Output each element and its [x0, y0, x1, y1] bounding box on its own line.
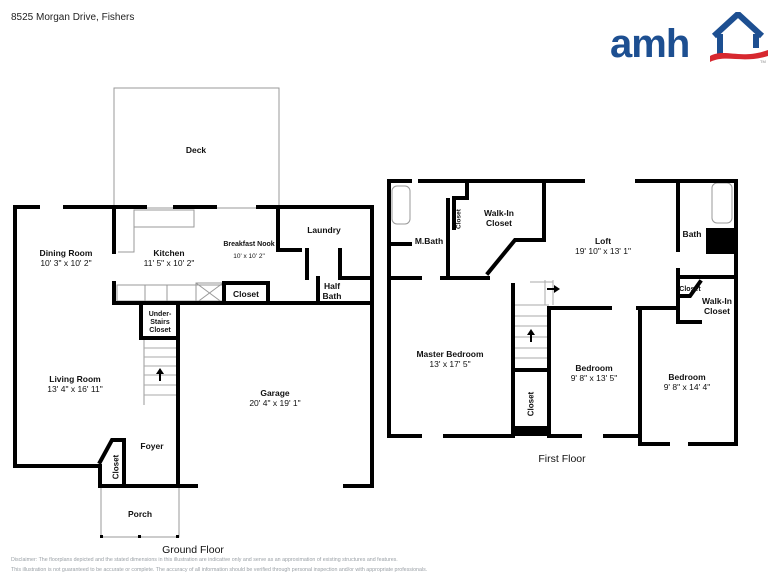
- ground-floor-title: Ground Floor: [162, 544, 224, 556]
- disclaimer-line-2: This illustration is not guaranteed to b…: [11, 567, 428, 573]
- room-laundry: Laundry: [307, 225, 341, 235]
- room-mbath: M.Bath: [414, 236, 444, 246]
- svg-text:amh: amh: [610, 22, 689, 64]
- disclaimer-line-1: Disclaimer: The floorplans depicted and …: [11, 557, 398, 563]
- amh-logo: amh TM: [610, 12, 768, 64]
- room-half-bath: Half Bath: [322, 281, 342, 301]
- room-deck: Deck: [185, 145, 207, 155]
- room-bath: Bath: [682, 229, 702, 239]
- first-floor-title: First Floor: [538, 453, 586, 465]
- room-closet: Closet: [233, 289, 259, 299]
- room-hall-closet: Closet: [526, 391, 536, 417]
- svg-text:TM: TM: [760, 59, 766, 64]
- room-porch: Porch: [127, 509, 153, 519]
- room-foyer-closet: Closet: [111, 454, 121, 480]
- room-foyer: Foyer: [140, 441, 164, 451]
- room-bath-closet: Closet: [679, 286, 701, 293]
- property-address: 8525 Morgan Drive, Fishers: [11, 12, 135, 23]
- room-mbath-closet: Closet: [455, 209, 463, 229]
